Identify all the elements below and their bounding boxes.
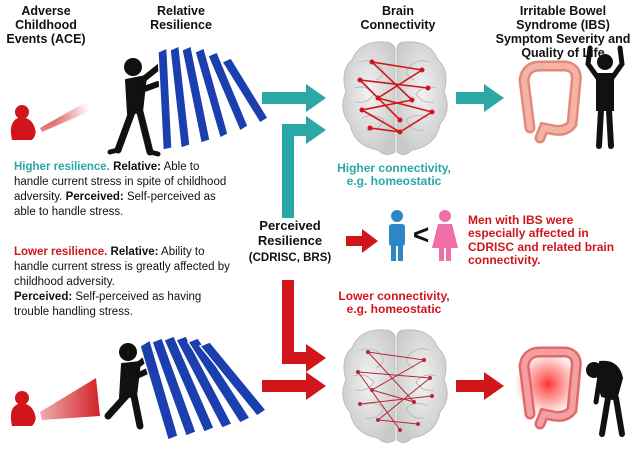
- pushing-figure-icon: [107, 58, 163, 157]
- arrow-icon: [456, 84, 504, 112]
- arrow-icon: [282, 116, 326, 218]
- arrow-icon: [262, 372, 326, 400]
- connectivity-lines: [359, 61, 433, 133]
- higher-lead: Higher resilience.: [14, 161, 110, 173]
- lower-perceived-text: Self-perceived as having trouble handlin…: [14, 290, 202, 318]
- lower-perceived-label: Perceived:: [14, 290, 73, 303]
- higher-perceived-text: Self-perceived as able to handle stress.: [14, 190, 216, 218]
- comparison-symbol: <: [412, 219, 430, 250]
- header-ace: Adverse Childhood Events (ACE): [6, 4, 86, 46]
- arrow-icon: [346, 229, 378, 253]
- header-brain: Brain Connectivity: [360, 4, 436, 32]
- stress-beam: [40, 102, 88, 132]
- higher-resilience-text: Higher resilience. Relative: Able to han…: [14, 160, 230, 220]
- child-icon: [10, 391, 36, 426]
- lower-connectivity-label: Lower connectivity, e.g. homeostatic: [338, 289, 450, 317]
- brain-icon: [342, 329, 448, 444]
- female-icon: [432, 210, 458, 261]
- male-icon: [389, 210, 405, 261]
- colon-icon: [518, 60, 582, 144]
- header-ibs: Irritable Bowel Syndrome (IBS) Symptom S…: [495, 4, 631, 60]
- happy-figure-icon: [585, 45, 625, 149]
- arrow-icon: [456, 372, 504, 400]
- men-ibs-note: Men with IBS were especially affected in…: [468, 213, 615, 268]
- perceived-resilience-title: Perceived Resilience: [257, 218, 323, 248]
- perceived-resilience-scales: (CDRISC, BRS): [248, 252, 332, 264]
- higher-relative-label: Relative:: [113, 161, 162, 173]
- colon-icon: [514, 346, 582, 430]
- arrow-icon: [262, 84, 326, 112]
- higher-relative-text: Able to handle current stress in spite o…: [14, 161, 227, 203]
- header-resilience: Relative Resilience: [150, 4, 212, 32]
- slumped-figure-icon: [586, 360, 625, 437]
- arrow-icon: [282, 280, 326, 372]
- domino-icon: [157, 44, 269, 151]
- lower-lead: Lower resilience.: [14, 246, 108, 258]
- lower-resilience-text: Lower resilience. Relative: Ability to h…: [14, 245, 230, 320]
- lower-relative-label: Relative:: [110, 246, 159, 258]
- connectivity-lines: [357, 351, 433, 431]
- higher-connectivity-label: Higher connectivity, e.g. homeostatic: [337, 161, 451, 189]
- stress-beam: [40, 378, 100, 420]
- domino-icon: [139, 335, 268, 441]
- brain-icon: [342, 41, 448, 156]
- higher-perceived-label: Perceived:: [65, 190, 124, 203]
- lower-relative-text: Ability to handle current stress is grea…: [14, 246, 230, 288]
- child-icon: [10, 105, 36, 140]
